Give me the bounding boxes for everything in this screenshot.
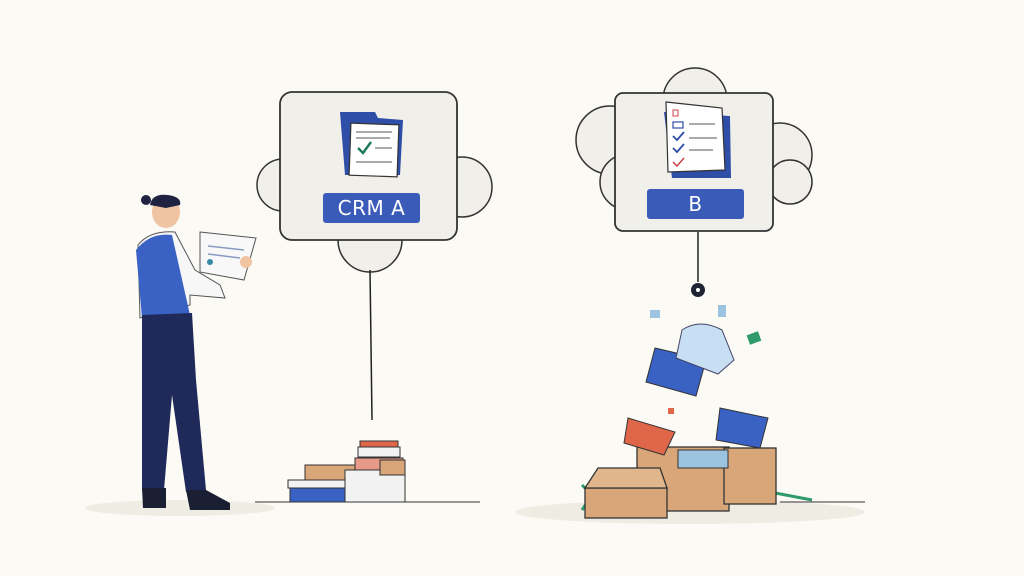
checklist-document-icon: [340, 112, 403, 178]
stack-of-books-and-papers: [287, 440, 406, 503]
crm-b-cloud: [575, 67, 813, 297]
ground-shadow-left: [85, 500, 275, 516]
crm-b-label: B: [647, 189, 744, 219]
checklist-document-icon: [664, 101, 731, 178]
crm-a-label: CRM A: [323, 193, 420, 223]
overflowing-cardboard-boxes: [580, 305, 813, 519]
person-reading-document: [136, 194, 257, 510]
crm-a-cloud: [256, 91, 493, 421]
